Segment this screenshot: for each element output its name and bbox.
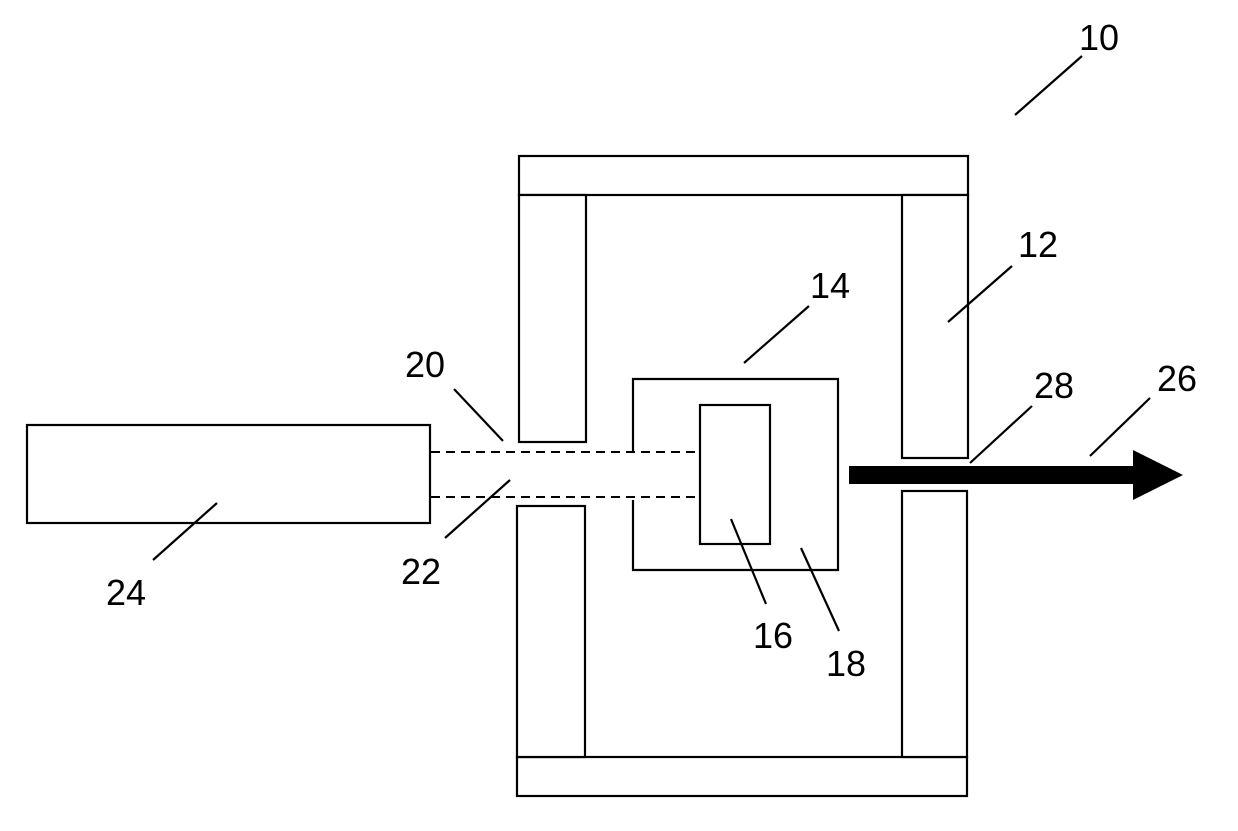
source-block bbox=[27, 425, 430, 523]
label-14: 14 bbox=[810, 265, 850, 306]
magnet-pole-upper-right bbox=[902, 195, 968, 458]
label-26: 26 bbox=[1157, 358, 1197, 399]
leader-10 bbox=[1015, 56, 1082, 115]
label-22: 22 bbox=[401, 551, 441, 592]
magnet-pole-upper-left bbox=[519, 195, 586, 442]
label-20: 20 bbox=[405, 344, 445, 385]
magnet-top-plate bbox=[519, 156, 968, 195]
leader-18 bbox=[801, 548, 839, 631]
label-12: 12 bbox=[1018, 224, 1058, 265]
label-10: 10 bbox=[1079, 17, 1119, 58]
label-18: 18 bbox=[826, 643, 866, 684]
leader-20 bbox=[454, 389, 503, 441]
leader-26 bbox=[1090, 398, 1150, 456]
target-block bbox=[700, 405, 770, 544]
label-24: 24 bbox=[106, 572, 146, 613]
label-16: 16 bbox=[753, 615, 793, 656]
magnet-pole-lower-right bbox=[902, 491, 967, 757]
magnet-bottom-plate bbox=[517, 757, 967, 796]
label-28: 28 bbox=[1034, 365, 1074, 406]
leader-28 bbox=[970, 406, 1032, 463]
output-arrow bbox=[849, 450, 1183, 500]
leader-14 bbox=[744, 306, 809, 363]
leader-22 bbox=[445, 480, 510, 538]
magnet-pole-lower-left bbox=[517, 506, 585, 757]
